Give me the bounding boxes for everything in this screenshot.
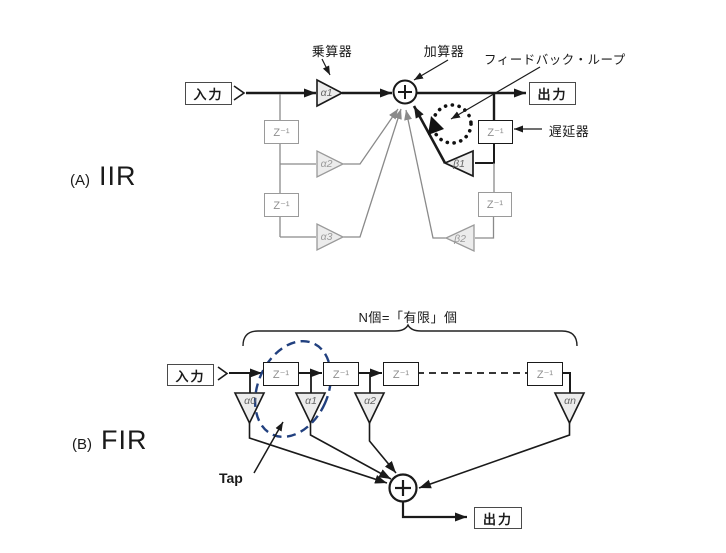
iir-annotation-arrows <box>321 58 542 133</box>
fir-sum-paths <box>248 423 571 489</box>
fir-section-title: FIR <box>101 425 148 455</box>
iir-beta2-triangle <box>444 223 475 253</box>
fir-alpha1-triangle <box>294 392 327 425</box>
fir-delay-box-1: Z⁻¹ <box>263 362 299 386</box>
fir-tap-label: Tap <box>219 470 243 486</box>
fir-delay-box-n: Z⁻¹ <box>527 362 563 386</box>
iir-alpha1-label: α1 <box>320 86 333 99</box>
fir-output-box: 出力 <box>474 507 522 529</box>
fir-alphan-label: αn <box>564 394 576 407</box>
iir-alpha3-label: α3 <box>320 230 333 243</box>
fir-delay-box-2: Z⁻¹ <box>323 362 359 386</box>
iir-alpha1-triangle <box>316 78 344 108</box>
fir-alphan-triangle <box>553 392 586 425</box>
fir-section-label: (B) FIR <box>72 425 148 456</box>
iir-alpha2-triangle <box>316 149 345 179</box>
feedback-dotted-circle-icon <box>431 103 473 145</box>
fir-adder-circle <box>388 473 418 503</box>
iir-beta2-label: β2 <box>454 232 466 245</box>
iir-feedforward-gray-path <box>279 94 495 239</box>
fir-brace <box>242 323 578 347</box>
fir-alpha2-label: α2 <box>364 394 376 407</box>
iir-section-title: IIR <box>99 161 137 191</box>
multiplier-label-arrow <box>321 58 331 76</box>
iir-input-box: 入力 <box>185 82 232 105</box>
iir-adder-circle <box>392 79 418 105</box>
iir-delay-box-right-1: Z⁻¹ <box>478 120 513 144</box>
fir-alpha2-triangle <box>353 392 386 425</box>
iir-multiplier-triangles <box>316 78 475 253</box>
iir-adder-label: 加算器 <box>423 44 465 59</box>
fir-alpha0-label: α0 <box>244 394 256 407</box>
iir-delay-box-left-1: Z⁻¹ <box>264 120 299 144</box>
iir-output-box: 出力 <box>529 82 576 105</box>
count-brace-icon <box>242 323 578 347</box>
fir-main-signal-path <box>217 366 571 393</box>
iir-beta1-triangle <box>442 149 474 178</box>
iir-section-label: (A) IIR <box>70 161 137 192</box>
fir-alpha0-triangle <box>233 392 266 425</box>
iir-alpha3-triangle <box>316 222 345 252</box>
iir-delay-unit-label: 遅延器 <box>548 124 590 139</box>
tap-label-arrow <box>253 421 284 474</box>
fir-tap-annotation <box>253 339 333 474</box>
iir-delay-box-left-2: Z⁻¹ <box>264 193 299 217</box>
adder-label-arrow <box>413 59 449 81</box>
fir-delay-box-3: Z⁻¹ <box>383 362 419 386</box>
iir-feedback-loop-symbol <box>428 103 473 145</box>
fir-input-chevron-icon <box>217 366 229 381</box>
fir-alpha1-label: α1 <box>305 394 317 407</box>
iir-alpha2-label: α2 <box>320 157 333 170</box>
iir-multiplier-label: 乗算器 <box>311 44 353 59</box>
fir-tap-triangles <box>233 392 586 425</box>
iir-delay-box-right-2: Z⁻¹ <box>478 192 512 217</box>
fir-count-label: N個=「有限」個 <box>358 310 458 325</box>
fir-input-box: 入力 <box>167 364 214 386</box>
tap-dashed-ellipse-icon <box>253 339 333 439</box>
iir-section-prefix: (A) <box>70 172 90 189</box>
iir-feedback-loop-label: フィードバック・ループ <box>484 53 626 67</box>
iir-input-chevron-icon <box>233 85 246 101</box>
feedback-label-arrow <box>450 66 541 120</box>
fir-section-prefix: (B) <box>72 436 92 453</box>
fir-output-path <box>401 501 467 522</box>
feedback-rotation-arrow-icon <box>428 116 444 135</box>
iir-beta1-label: β1 <box>453 157 465 170</box>
iir-feedback1-arrow <box>412 105 447 164</box>
